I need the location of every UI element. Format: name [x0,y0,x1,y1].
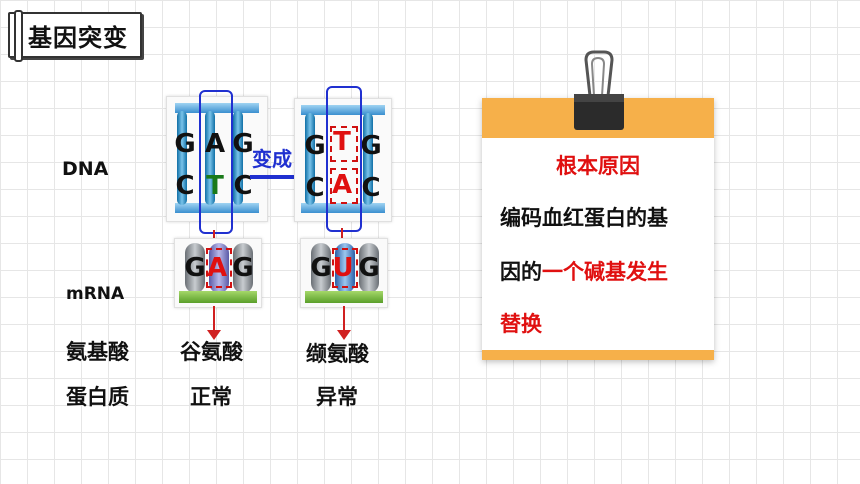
mrna-backbone [305,291,383,303]
mrna-backbone [179,291,257,303]
dna-backbone-top [301,105,385,115]
normal-mrna-to-amino-arrow [207,306,221,340]
dna-rail [205,111,215,205]
mutant-protein: 异常 [316,385,358,409]
dna-base: C [305,173,325,203]
dna-mutated-base: A [331,170,353,200]
mrna-base: G [310,253,332,283]
dna-base: G [174,129,196,159]
note-line-1: 编码血红蛋白的基 [500,206,668,230]
binder-clip-icon [574,50,624,130]
note-title: 根本原因 [556,154,640,178]
dna-rail [363,113,373,205]
title-tag: 基因突变 [8,10,142,62]
mrna-base: G [358,253,380,283]
mutant-mrna-to-amino-arrow [337,306,351,340]
dna-rail [177,111,187,205]
dna-base: T [206,171,224,201]
row-label-protein: 蛋白质 [66,385,129,409]
normal-highlight-box [199,90,233,234]
normal-amino-acid: 谷氨酸 [180,340,243,364]
page-title: 基因突变 [28,24,128,52]
dna-backbone-bottom [301,203,385,213]
note-footer-strip [482,350,714,360]
dna-base: A [204,129,226,159]
dna-base: G [232,129,254,159]
dna-base: C [361,173,381,203]
mutant-highlight-box [326,86,362,232]
mrna-nucleotide [335,243,355,293]
mutation-arrow-label: 变成 [252,147,292,171]
dna-base: G [360,131,382,161]
mutant-base-dashed-box [330,126,358,162]
mrna-key-base: A [206,253,228,283]
mrna-key-base: U [332,253,354,283]
dna-backbone-top [175,103,259,113]
normal-dna-card: G A G C T C [166,96,268,222]
dna-backbone-bottom [175,203,259,213]
normal-mrna-dashed-box [206,248,232,288]
note-line-2-prefix: 因的 [500,260,542,284]
normal-mrna-card: G G [174,238,262,308]
title-tag-clip [14,10,23,62]
mrna-nucleotide [233,243,253,293]
note-line-2: 因的一个碱基发生 [500,256,668,286]
row-label-dna: DNA [62,158,109,180]
mrna-nucleotide [209,243,229,293]
dna-base: G [304,131,326,161]
mrna-nucleotide [359,243,379,293]
mrna-nucleotide [311,243,331,293]
dna-rail [305,113,315,205]
normal-protein: 正常 [190,385,232,409]
dna-rail [233,111,243,205]
dna-mutated-base: T [333,127,351,157]
mutant-amino-acid: 缬氨酸 [306,342,369,366]
mrna-nucleotide [185,243,205,293]
dna-base: C [233,171,253,201]
note-line-2-highlight: 一个碱基发生 [542,260,668,284]
note-line-3: 替换 [500,312,542,336]
row-label-mrna: mRNA [66,284,125,304]
mrna-base: G [232,253,254,283]
row-label-amino-acid: 氨基酸 [66,340,129,364]
mutant-base-dashed-box [330,168,358,204]
mrna-base: G [184,253,206,283]
dna-base: C [175,171,195,201]
cause-note-card: 根本原因 编码血红蛋白的基 因的一个碱基发生 替换 [482,98,714,360]
mutant-mrna-dashed-box [332,248,358,288]
